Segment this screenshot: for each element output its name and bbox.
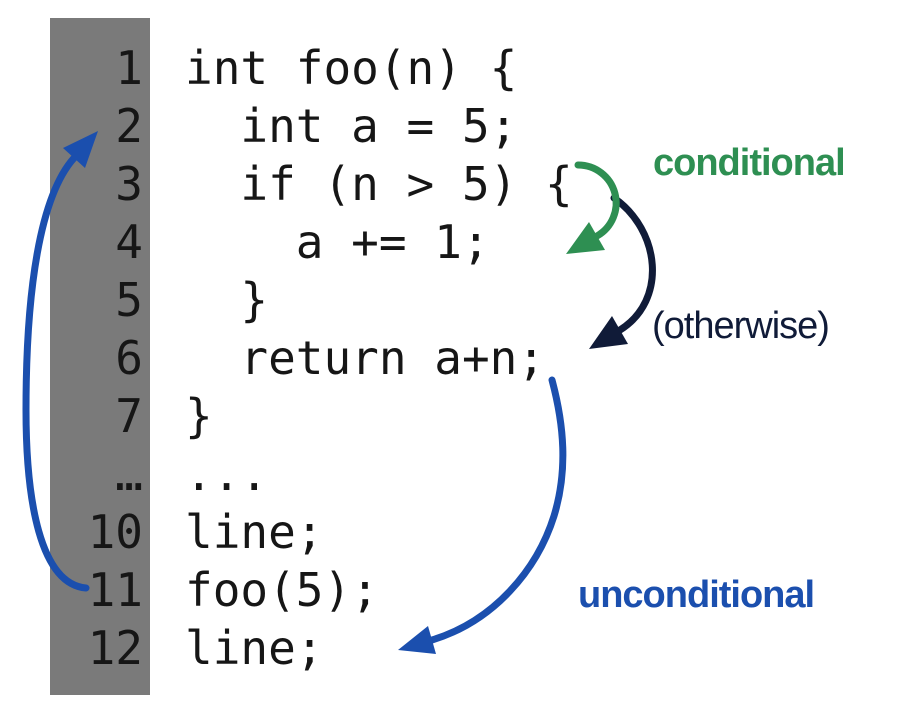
code-text: a += 1; [185,215,490,269]
code-row: 7 } [50,387,880,445]
code-row: 12 line; [50,619,880,677]
otherwise-label: (otherwise) [652,305,830,347]
code-text: line; [185,505,324,559]
line-number: 11 [87,563,143,617]
code-row: 4 a += 1; [50,213,880,271]
code-text: int a = 5; [185,99,518,153]
code-text: return a+n; [185,331,546,385]
line-number: 5 [115,273,143,327]
line-number: 12 [87,621,143,675]
unconditional-label: unconditional [578,574,815,616]
line-number: 7 [115,389,143,443]
code-text: int foo(n) { [185,41,518,95]
line-number: 2 [115,99,143,153]
line-number: 10 [87,505,143,559]
line-number: … [115,447,143,501]
code-row: 10 line; [50,503,880,561]
line-number: 4 [115,215,143,269]
code-text: } [185,273,269,327]
code-row: … ... [50,445,880,503]
code-listing: 1 int foo(n) { 2 int a = 5; 3 if (n > 5)… [50,39,880,677]
code-row: 1 int foo(n) { [50,39,880,97]
code-text: foo(5); [185,563,379,617]
line-number: 3 [115,157,143,211]
code-row: 2 int a = 5; [50,97,880,155]
code-text: if (n > 5) { [185,157,573,211]
code-row: 3 if (n > 5) { [50,155,880,213]
line-number: 6 [115,331,143,385]
conditional-label: conditional [653,142,846,184]
code-text: line; [185,621,324,675]
code-row: 5 } [50,271,880,329]
code-text: ... [185,447,269,501]
code-row: 6 return a+n; [50,329,880,387]
code-text: } [185,389,213,443]
code-row: 11 foo(5); [50,561,880,619]
line-number: 1 [115,41,143,95]
